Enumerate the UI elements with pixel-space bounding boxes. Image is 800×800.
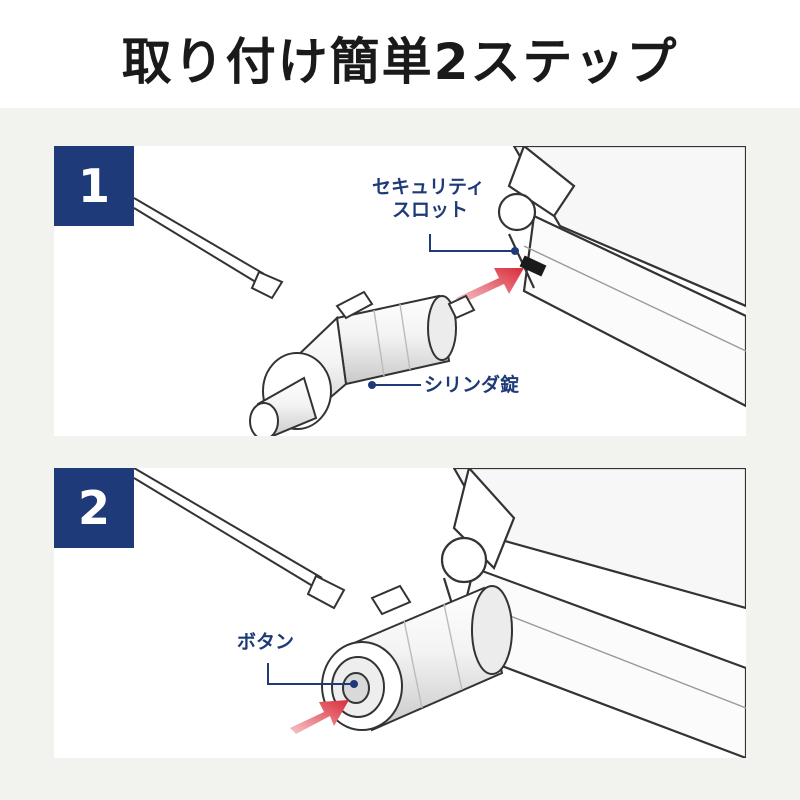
laptop [440,468,746,758]
cylinder-lock [249,290,476,436]
cylinder-lock [321,584,513,732]
step-2-panel: 2 [54,468,746,758]
insert-arrow [456,268,524,304]
button-label: ボタン [237,631,295,653]
cable [133,197,265,285]
cylinder-lock-label: シリンダ錠 [424,374,520,396]
security-slot-label-line2: スロット [392,199,469,221]
lock-callout-dot [368,381,376,389]
laptop [497,146,746,408]
button-callout-line [267,663,354,685]
page-title: 取り付け簡単2ステップ [121,33,679,91]
cable-sleeve [306,574,346,610]
step-1-panel: 1 [54,146,746,436]
step-2-illustration [133,468,746,758]
step-1-badge: 1 [54,146,134,226]
button-callout-dot [350,680,358,688]
step-1-illustration [133,146,746,436]
cable [133,468,323,589]
security-slot-label-line1: セキュリティ [372,176,485,198]
press-arrow [290,700,349,734]
slot-callout-dot [511,247,519,255]
callout-lines [372,234,515,386]
header: 取り付け簡単2ステップ [0,0,800,108]
step-2-badge: 2 [54,468,134,548]
security-slot-label: セキュリティ スロット [372,176,485,222]
security-slot [519,255,547,277]
cable-sleeve [250,270,284,300]
